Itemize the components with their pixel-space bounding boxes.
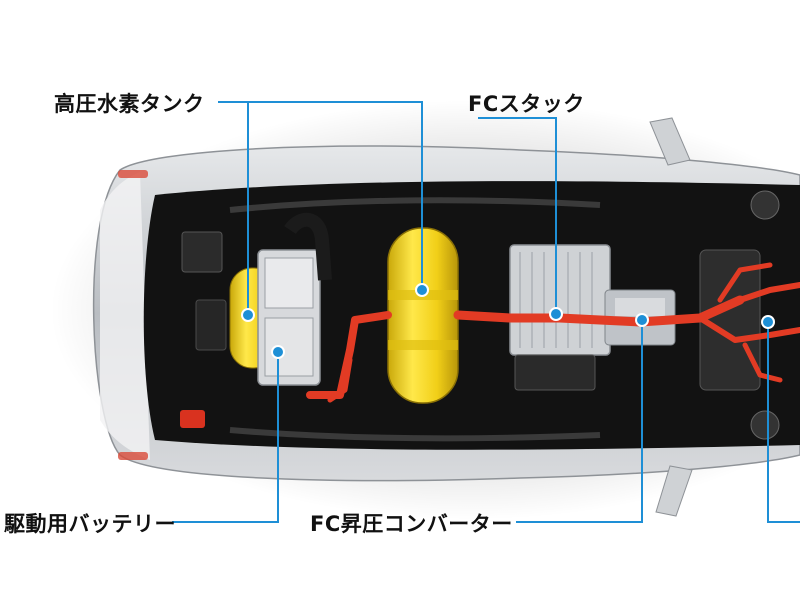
rear-wheel-hub-bottom bbox=[751, 411, 779, 439]
fc-stack-base bbox=[515, 355, 595, 390]
dot-fc-stack bbox=[550, 308, 562, 320]
headlight-bottom bbox=[118, 452, 148, 460]
dot-hydrogen-tank-small bbox=[242, 309, 254, 321]
label-drive-battery: 駆動用バッテリー bbox=[4, 508, 176, 538]
label-hydrogen-tank: 高圧水素タンク bbox=[54, 88, 205, 118]
fc-stack-unit bbox=[510, 245, 610, 355]
dot-drive-battery bbox=[272, 346, 284, 358]
battery-bottom-panel bbox=[265, 318, 313, 376]
label-fc-stack: FCスタック bbox=[468, 88, 585, 118]
rear-wheel-hub-top bbox=[751, 191, 779, 219]
rear-unit bbox=[700, 250, 760, 390]
tank-band-2 bbox=[388, 340, 458, 350]
dot-hydrogen-tank-large bbox=[416, 284, 428, 296]
front-module-2 bbox=[196, 300, 226, 350]
front-module bbox=[182, 232, 222, 272]
label-fc-boost-converter: FC昇圧コンバーター bbox=[310, 508, 513, 538]
headlight-top bbox=[118, 170, 148, 178]
red-connector bbox=[180, 410, 205, 428]
battery-top-panel bbox=[265, 258, 313, 308]
dot-rear-motor bbox=[762, 316, 774, 328]
dot-fc-boost-converter bbox=[636, 314, 648, 326]
